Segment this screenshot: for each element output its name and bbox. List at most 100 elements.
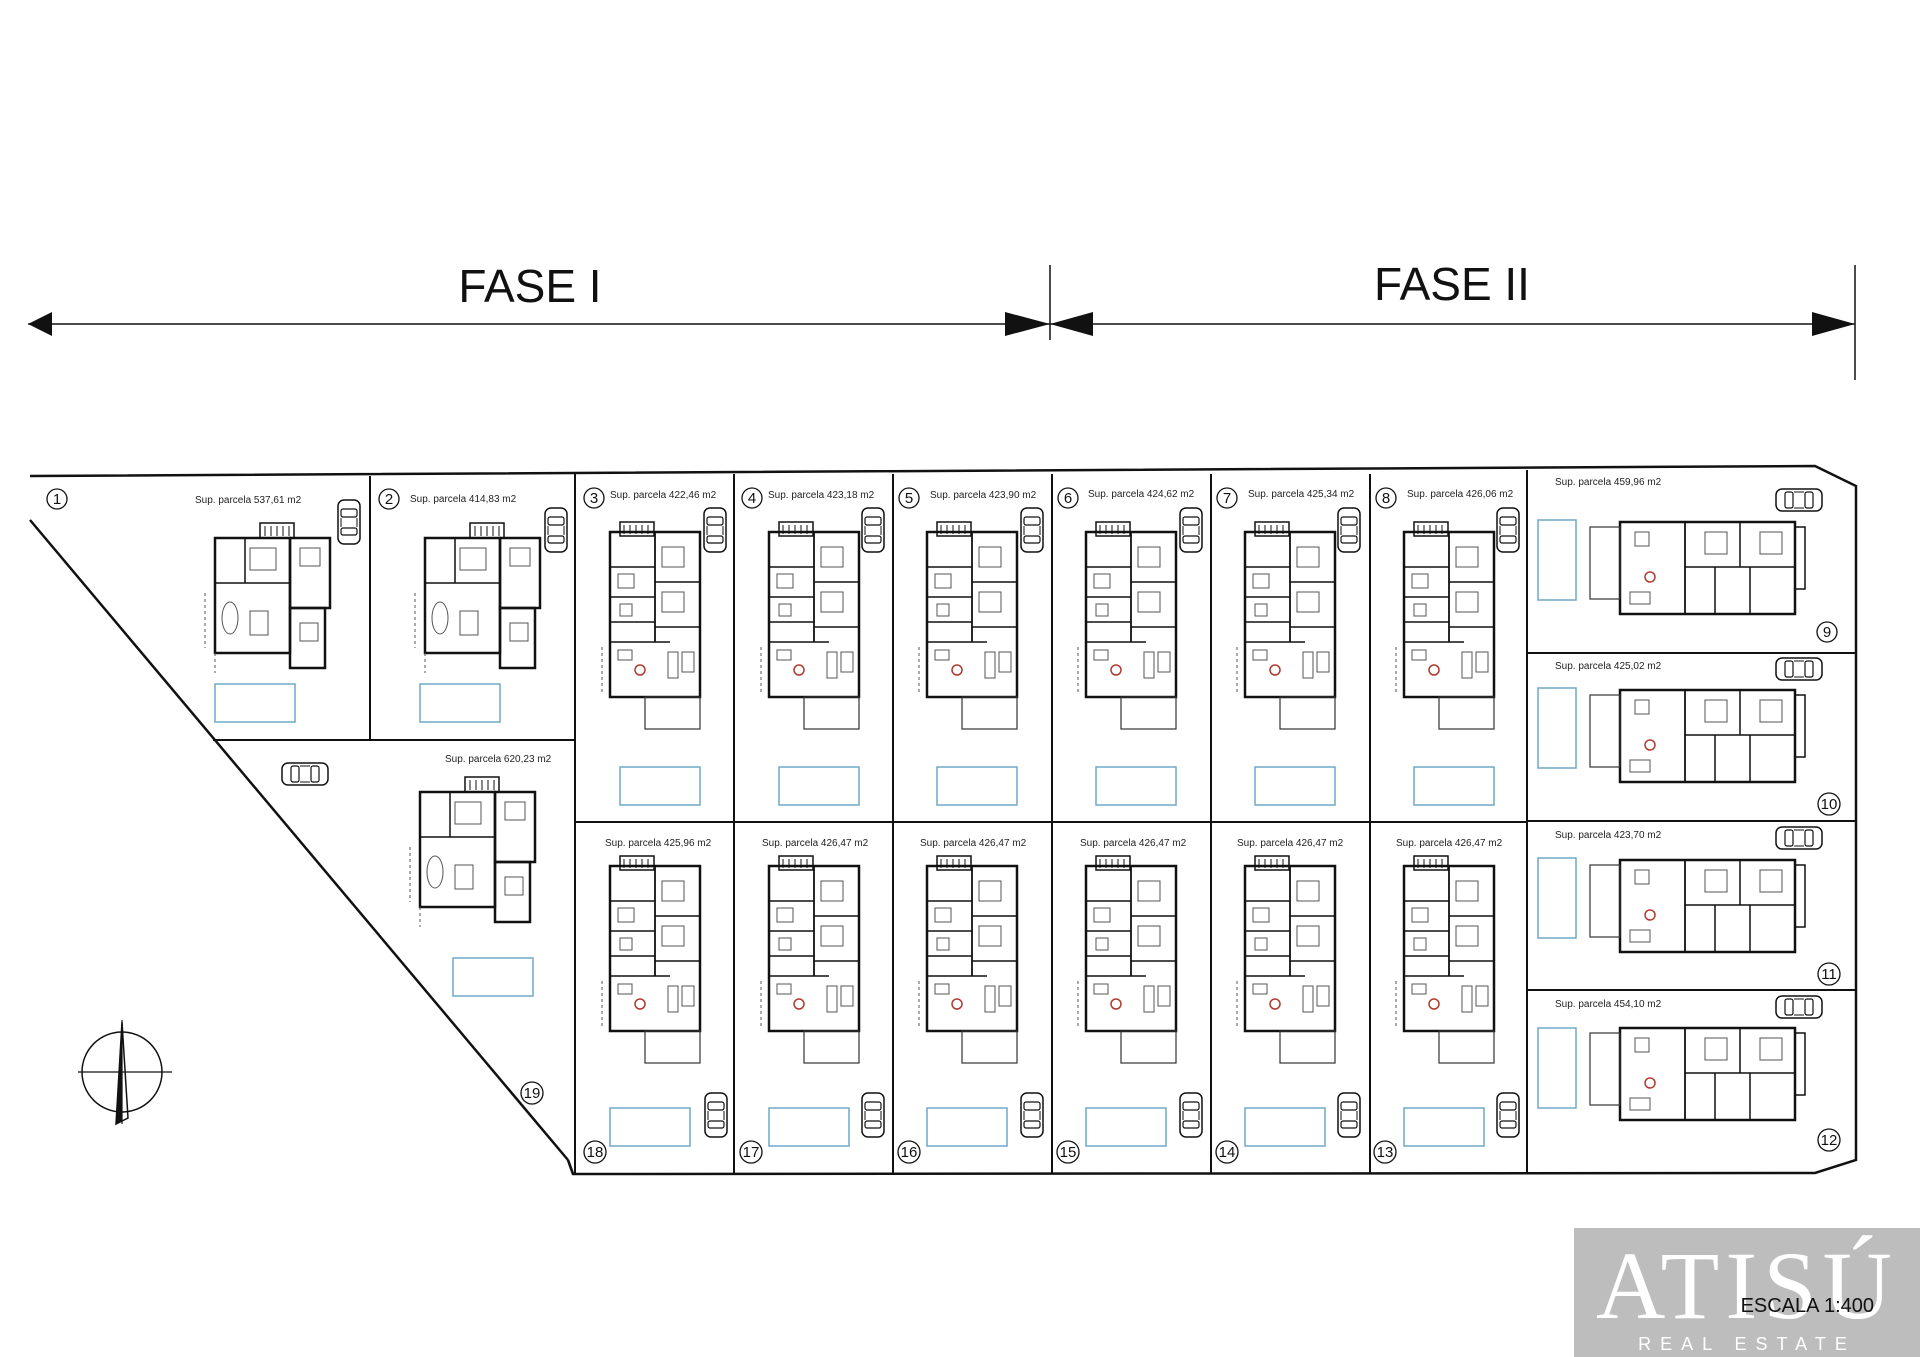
house-plan-icon bbox=[759, 854, 861, 1065]
lot-badge-13: 13 bbox=[1373, 1140, 1397, 1164]
car-icon bbox=[703, 507, 727, 553]
house-plan-icon bbox=[917, 854, 1019, 1065]
lot-area-9: Sup. parcela 459,96 m2 bbox=[1555, 477, 1662, 488]
lot-number-badges: 1 2 3 4 5 6 7 8 9 10 11 12 13 14 15 16 1… bbox=[46, 487, 1841, 1164]
lot-area-1: Sup. parcela 537,61 m2 bbox=[195, 495, 302, 506]
lot-number-10: 10 bbox=[1821, 796, 1838, 813]
pool-icon bbox=[1095, 766, 1177, 806]
lot-number-16: 16 bbox=[901, 1144, 918, 1161]
lot-number-7: 7 bbox=[1223, 490, 1231, 507]
lot-area-19: Sup. parcela 620,23 m2 bbox=[445, 754, 552, 765]
car-icon bbox=[1179, 507, 1203, 553]
pool-icon bbox=[1244, 1107, 1326, 1147]
lot-area-7: Sup. parcela 425,34 m2 bbox=[1248, 489, 1355, 500]
house-plan-icon bbox=[1588, 520, 1807, 616]
north-arrow-icon bbox=[78, 1020, 172, 1126]
car-icon bbox=[1020, 1092, 1044, 1138]
lot-number-14: 14 bbox=[1219, 1144, 1236, 1161]
lot-number-4: 4 bbox=[748, 490, 756, 507]
pool-icon bbox=[1254, 766, 1336, 806]
pool-icon bbox=[1085, 1107, 1167, 1147]
car-icon bbox=[1020, 507, 1044, 553]
car-icon bbox=[337, 499, 361, 545]
scale-label: ESCALA 1:400 bbox=[1741, 1295, 1874, 1317]
house-plan-icon bbox=[203, 521, 332, 675]
phase-dimension: FASE I FASE II bbox=[28, 258, 1856, 380]
lot-area-16: Sup. parcela 426,47 m2 bbox=[920, 838, 1027, 849]
lot-number-5: 5 bbox=[905, 490, 913, 507]
lot-badge-5: 5 bbox=[898, 487, 920, 509]
house-plan-icon bbox=[408, 775, 537, 929]
lot-badge-11: 11 bbox=[1817, 962, 1841, 986]
lot-badge-10: 10 bbox=[1817, 792, 1841, 816]
car-icon bbox=[704, 1092, 728, 1138]
lot-number-9: 9 bbox=[1823, 624, 1831, 641]
phase-label-fase-i: FASE I bbox=[458, 260, 601, 312]
pool-icon bbox=[214, 683, 296, 723]
lot-badge-7: 7 bbox=[1216, 487, 1238, 509]
car-icon bbox=[1775, 995, 1823, 1019]
lot-number-19: 19 bbox=[524, 1085, 541, 1102]
lot-badge-17: 17 bbox=[739, 1140, 763, 1164]
lot-area-13: Sup. parcela 426,47 m2 bbox=[1396, 838, 1503, 849]
lot-area-6: Sup. parcela 424,62 m2 bbox=[1088, 489, 1195, 500]
lot-badge-18: 18 bbox=[583, 1140, 607, 1164]
house-plan-icon bbox=[1235, 520, 1337, 731]
watermark-tagline: REAL ESTATE bbox=[1638, 1334, 1856, 1354]
car-icon bbox=[281, 762, 329, 786]
lot-area-3: Sup. parcela 422,46 m2 bbox=[610, 490, 717, 501]
lot-number-1: 1 bbox=[53, 491, 61, 508]
pool-icon bbox=[609, 1107, 691, 1147]
lot-badge-2: 2 bbox=[378, 488, 400, 510]
lot-area-17: Sup. parcela 426,47 m2 bbox=[762, 838, 869, 849]
lot-dividers bbox=[213, 470, 1856, 1174]
pool-icon bbox=[1537, 1027, 1577, 1109]
pool-icon bbox=[926, 1107, 1008, 1147]
pool-icon bbox=[452, 957, 534, 997]
lot-number-2: 2 bbox=[385, 491, 393, 508]
watermark-logo: ATISÚ REAL ESTATE bbox=[1574, 1228, 1920, 1357]
car-icon bbox=[544, 507, 568, 553]
house-plan-icon bbox=[917, 520, 1019, 731]
pool-icon bbox=[419, 683, 501, 723]
house-plan-icon bbox=[1588, 1026, 1807, 1122]
pool-icon bbox=[1403, 1107, 1485, 1147]
house-plan-icon bbox=[759, 520, 861, 731]
lot-area-14: Sup. parcela 426,47 m2 bbox=[1237, 838, 1344, 849]
car-icon bbox=[1496, 507, 1520, 553]
pools bbox=[214, 519, 1577, 1147]
house-plan-icon bbox=[1394, 520, 1496, 731]
lot-badge-14: 14 bbox=[1215, 1140, 1239, 1164]
house-plan-icon bbox=[600, 520, 702, 731]
car-icon bbox=[861, 1092, 885, 1138]
lot-number-12: 12 bbox=[1821, 1132, 1838, 1149]
pool-icon bbox=[619, 766, 701, 806]
lot-number-15: 15 bbox=[1060, 1144, 1077, 1161]
lot-badge-3: 3 bbox=[583, 487, 605, 509]
lot-area-10: Sup. parcela 425,02 m2 bbox=[1555, 661, 1662, 672]
lot-badge-6: 6 bbox=[1057, 487, 1079, 509]
car-icon bbox=[1775, 826, 1823, 850]
car-icon bbox=[1775, 657, 1823, 681]
car-icon bbox=[861, 507, 885, 553]
pool-icon bbox=[1537, 519, 1577, 601]
lot-area-18: Sup. parcela 425,96 m2 bbox=[605, 838, 712, 849]
house-plan-icon bbox=[1235, 854, 1337, 1065]
house-plan-icon bbox=[1394, 854, 1496, 1065]
lot-area-15: Sup. parcela 426,47 m2 bbox=[1080, 838, 1187, 849]
lot-number-18: 18 bbox=[587, 1144, 604, 1161]
house-plan-icon bbox=[413, 521, 542, 675]
lot-area-8: Sup. parcela 426,06 m2 bbox=[1407, 489, 1514, 500]
lot-area-4: Sup. parcela 423,18 m2 bbox=[768, 490, 875, 501]
car-icon bbox=[1179, 1092, 1203, 1138]
phase-label-fase-ii: FASE II bbox=[1374, 258, 1530, 310]
lot-number-11: 11 bbox=[1821, 966, 1837, 983]
lot-badge-4: 4 bbox=[741, 487, 763, 509]
car-icon bbox=[1337, 1092, 1361, 1138]
lot-badge-15: 15 bbox=[1056, 1140, 1080, 1164]
house-plan-icon bbox=[600, 854, 702, 1065]
lot-number-3: 3 bbox=[590, 490, 598, 507]
lot-badge-16: 16 bbox=[897, 1140, 921, 1164]
house-plan-icon bbox=[1076, 854, 1178, 1065]
